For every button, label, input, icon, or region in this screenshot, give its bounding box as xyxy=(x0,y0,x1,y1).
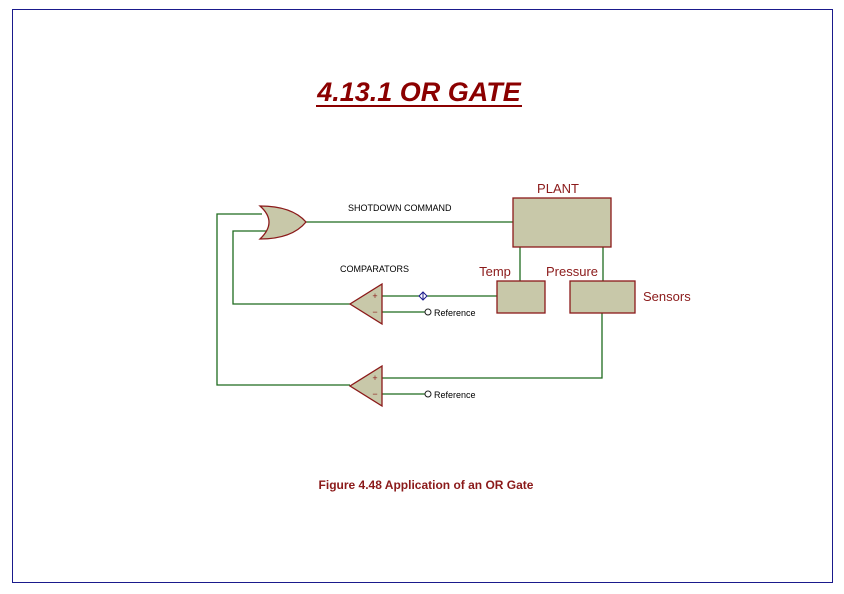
temp-sensor-block[interactable] xyxy=(496,280,546,314)
reference-1-label: Reference xyxy=(434,308,476,318)
comparator-2-plus: + xyxy=(372,373,377,383)
or-gate[interactable] xyxy=(258,205,307,240)
comparator-2[interactable] xyxy=(348,364,383,408)
comparator-1-plus: + xyxy=(372,291,377,301)
comparator-1[interactable] xyxy=(348,282,383,326)
wires xyxy=(216,213,604,395)
wire-comparator1-or xyxy=(232,230,350,305)
reference-2-label: Reference xyxy=(434,390,476,400)
wire-comparator2-or xyxy=(216,213,350,386)
shutdown-command-label: SHOTDOWN COMMAND xyxy=(348,203,452,213)
comparators-label: COMPARATORS xyxy=(340,264,409,274)
reference-2-terminal[interactable] xyxy=(424,390,432,398)
pressure-label: Pressure xyxy=(546,264,598,279)
comparator-1-minus: − xyxy=(372,307,377,317)
wire-pressure-comparator2 xyxy=(382,313,603,379)
plant-label: PLANT xyxy=(537,181,579,196)
comparator-2-minus: − xyxy=(372,389,377,399)
temp-label: Temp xyxy=(479,264,511,279)
plant-block[interactable] xyxy=(512,197,612,248)
pressure-sensor-block[interactable] xyxy=(569,280,636,314)
page-title: 4.13.1 OR GATE xyxy=(316,77,522,107)
sheet-frame xyxy=(12,9,833,583)
reference-1-terminal[interactable] xyxy=(424,308,432,316)
sensors-label: Sensors xyxy=(643,289,691,304)
figure-caption: Figure 4.48 Application of an OR Gate xyxy=(319,478,534,492)
